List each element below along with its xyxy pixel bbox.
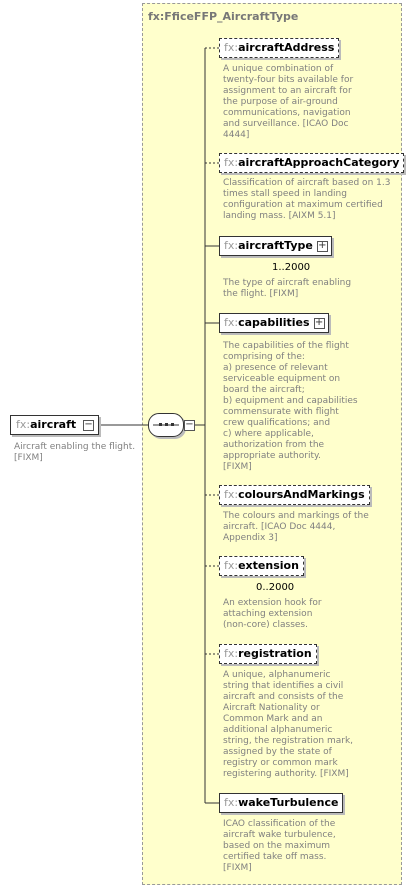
- complex-type-container: [142, 3, 402, 885]
- root-prefix: fx:: [16, 418, 31, 431]
- element-registration[interactable]: fx:registration: [219, 644, 317, 664]
- sequence-icon: [153, 423, 179, 426]
- element-aircraftType[interactable]: fx:aircraftType+: [219, 236, 332, 256]
- root-name: aircraft: [30, 418, 77, 431]
- element-prefix: fx:: [224, 239, 239, 252]
- element-aircraftApproachCategory[interactable]: fx:aircraftApproachCategory: [219, 153, 405, 173]
- element-name: aircraftApproachCategory: [238, 156, 400, 169]
- element-description: Classification of aircraft based on 1.3 …: [223, 178, 391, 221]
- root-element-aircraft[interactable]: fx:aircraft −: [10, 415, 100, 435]
- element-name: registration: [238, 647, 312, 660]
- element-name: aircraftAddress: [238, 41, 335, 54]
- element-prefix: fx:: [224, 316, 239, 329]
- expand-icon[interactable]: +: [313, 317, 325, 329]
- element-prefix: fx:: [224, 796, 239, 809]
- element-aircraftAddress[interactable]: fx:aircraftAddress: [219, 38, 340, 58]
- element-name: wakeTurbulence: [238, 796, 339, 809]
- element-description: The capabilities of the flight comprisin…: [223, 341, 358, 472]
- element-description: The colours and markings of the aircraft…: [223, 511, 369, 543]
- element-description: A unique combination of twenty-four bits…: [223, 64, 354, 140]
- element-coloursAndMarkings[interactable]: fx:coloursAndMarkings: [219, 485, 370, 505]
- element-name: coloursAndMarkings: [238, 488, 365, 501]
- element-description: A unique, alphanumeric string that ident…: [223, 670, 354, 779]
- cardinality-label: 0..2000: [256, 582, 295, 593]
- element-prefix: fx:: [224, 488, 239, 501]
- sequence-compositor[interactable]: [148, 413, 184, 437]
- sequence-collapse-icon[interactable]: −: [184, 419, 195, 431]
- complex-type-title: fx:FficeFFP_AircraftType: [148, 10, 299, 23]
- element-capabilities[interactable]: fx:capabilities+: [219, 313, 329, 333]
- element-description: An extension hook for attaching extensio…: [223, 598, 322, 630]
- element-extension[interactable]: fx:extension: [219, 556, 304, 576]
- element-prefix: fx:: [224, 559, 239, 572]
- element-name: capabilities: [238, 316, 310, 329]
- element-prefix: fx:: [224, 41, 239, 54]
- expand-icon[interactable]: +: [316, 240, 328, 252]
- element-wakeTurbulence[interactable]: fx:wakeTurbulence: [219, 793, 344, 813]
- element-description: ICAO classification of the aircraft wake…: [223, 819, 336, 873]
- element-prefix: fx:: [224, 647, 239, 660]
- element-prefix: fx:: [224, 156, 239, 169]
- element-name: extension: [238, 559, 299, 572]
- element-description: The type of aircraft enabling the flight…: [223, 278, 352, 299]
- collapse-icon[interactable]: −: [83, 419, 95, 431]
- root-description: Aircraft enabling the flight. [FIXM]: [14, 442, 136, 463]
- cardinality-label: 1..2000: [272, 262, 311, 273]
- element-name: aircraftType: [238, 239, 313, 252]
